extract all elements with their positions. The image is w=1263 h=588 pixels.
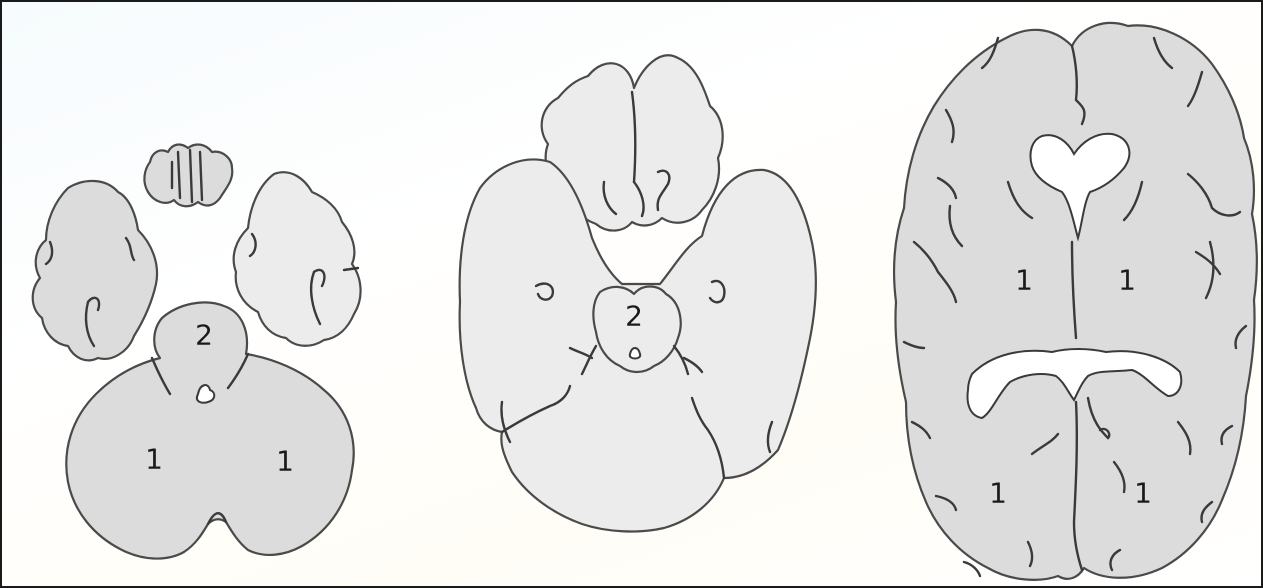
label-1: 1 [989, 477, 1007, 510]
section-middle: 2 [460, 55, 816, 531]
label-1: 1 [1118, 264, 1136, 297]
label-1: 1 [1015, 264, 1033, 297]
section-high: 1 1 1 1 [894, 23, 1257, 580]
section-low: 2 1 1 [33, 145, 361, 559]
label-1: 1 [276, 445, 294, 478]
temporal-lobe-left [33, 181, 157, 360]
label-1: 1 [145, 443, 163, 476]
frontal-fragment [144, 145, 232, 207]
cerebral-aqueduct [630, 348, 640, 359]
label-2: 2 [195, 319, 213, 352]
temporal-lobe-right [234, 172, 361, 346]
label-1: 1 [1134, 477, 1152, 510]
label-2: 2 [625, 300, 643, 333]
